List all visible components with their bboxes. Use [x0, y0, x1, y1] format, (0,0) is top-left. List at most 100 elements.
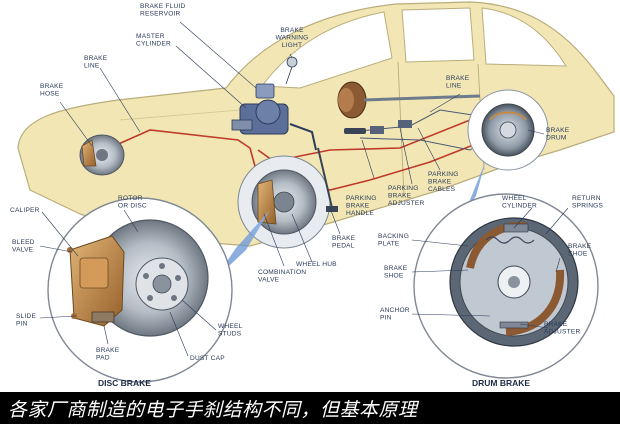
label-line: BRAKE — [96, 347, 120, 354]
label-line: VALVE — [12, 246, 34, 253]
label-line: BRAKE FLUID — [140, 3, 185, 10]
label-line: RESERVOIR — [140, 10, 181, 17]
label-line: BRAKE — [280, 27, 304, 34]
rear-drum-on-car — [337, 81, 481, 119]
label-line: WHEEL — [218, 323, 243, 330]
label-line: LIGHT — [282, 42, 302, 49]
label-line: HANDLE — [346, 210, 374, 217]
label-line: SLIDE — [16, 313, 36, 320]
label-line: LINE — [84, 62, 100, 69]
label-line: ADJUSTER — [544, 328, 580, 335]
label-line: ROTOR — [118, 195, 143, 202]
label-line: DRUM — [546, 134, 567, 141]
label-line: BRAKE — [332, 235, 356, 242]
drum-brake-detail — [413, 193, 599, 379]
parking-brake-handle — [344, 120, 412, 134]
label-line: WARNING — [275, 34, 308, 41]
label-line: BRAKE — [446, 75, 470, 82]
label-line: BACKING — [378, 233, 409, 240]
label-caliper: CALIPER — [10, 207, 40, 214]
warning-light — [285, 56, 298, 85]
label-line: PARKING — [428, 171, 459, 178]
front-left-disc — [79, 134, 125, 176]
rear-right-drum — [467, 89, 549, 171]
label-line: SPRINGS — [572, 202, 603, 209]
label-line: LINE — [446, 82, 462, 89]
caption-bar: 各家厂商制造的电子手刹结构不同，但基本原理 — [0, 392, 620, 424]
label-line: PAD — [96, 354, 110, 361]
label-line: HOSE — [40, 90, 60, 97]
label-line: SHOE — [568, 250, 588, 257]
label-line: PLATE — [378, 240, 400, 247]
label-line: BRAKE — [544, 321, 568, 328]
label-line: PARKING — [388, 185, 419, 192]
label-line: WHEEL HUB — [296, 261, 337, 268]
label-line: BLEED — [12, 239, 35, 246]
label-line: BRAKE — [388, 192, 412, 199]
disc-brake-title: DISC BRAKE — [98, 378, 151, 388]
label-line: CABLES — [428, 186, 456, 193]
label-line: ANCHOR — [380, 307, 410, 314]
label-line: BRAKE — [40, 83, 64, 90]
label-line: PEDAL — [332, 242, 355, 249]
brake-pedal — [317, 147, 338, 212]
label-line: PARKING — [346, 195, 377, 202]
label-line: VALVE — [258, 276, 280, 283]
label-line: CYLINDER — [502, 202, 537, 209]
label-line: STUDS — [218, 330, 242, 337]
label-line: DUST CAP — [190, 355, 225, 362]
caption-text: 各家厂商制造的电子手刹结构不同，但基本原理 — [8, 399, 418, 421]
master-cylinder-assembly — [231, 83, 317, 151]
label-line: BRAKE — [346, 202, 370, 209]
drum-highlight-wedge — [466, 160, 486, 210]
drum-brake-title: DRUM BRAKE — [472, 378, 530, 388]
label-line: MASTER — [136, 33, 165, 40]
label-line: RETURN — [572, 195, 601, 202]
label-line: BRAKE — [546, 127, 570, 134]
label-line: CALIPER — [10, 207, 40, 214]
label-line: BRAKE — [384, 265, 408, 272]
label-line: PIN — [16, 320, 28, 327]
label-line: BRAKE — [84, 55, 108, 62]
label-wheel-hub: WHEEL HUB — [296, 261, 337, 268]
label-line: PIN — [380, 314, 392, 321]
label-line: WHEEL — [502, 195, 527, 202]
label-line: BRAKE — [428, 178, 452, 185]
label-dust-cap: DUST CAP — [190, 355, 225, 362]
label-line: COMBINATION — [258, 269, 306, 276]
label-line: SHOE — [384, 272, 404, 279]
disc-brake-detail — [47, 197, 233, 383]
label-line: ADJUSTER — [388, 200, 424, 207]
leader-lines — [39, 21, 569, 357]
label-line: BRAKE — [568, 243, 592, 250]
label-line: OR DISC — [118, 202, 147, 209]
label-line: CYLINDER — [136, 40, 171, 47]
